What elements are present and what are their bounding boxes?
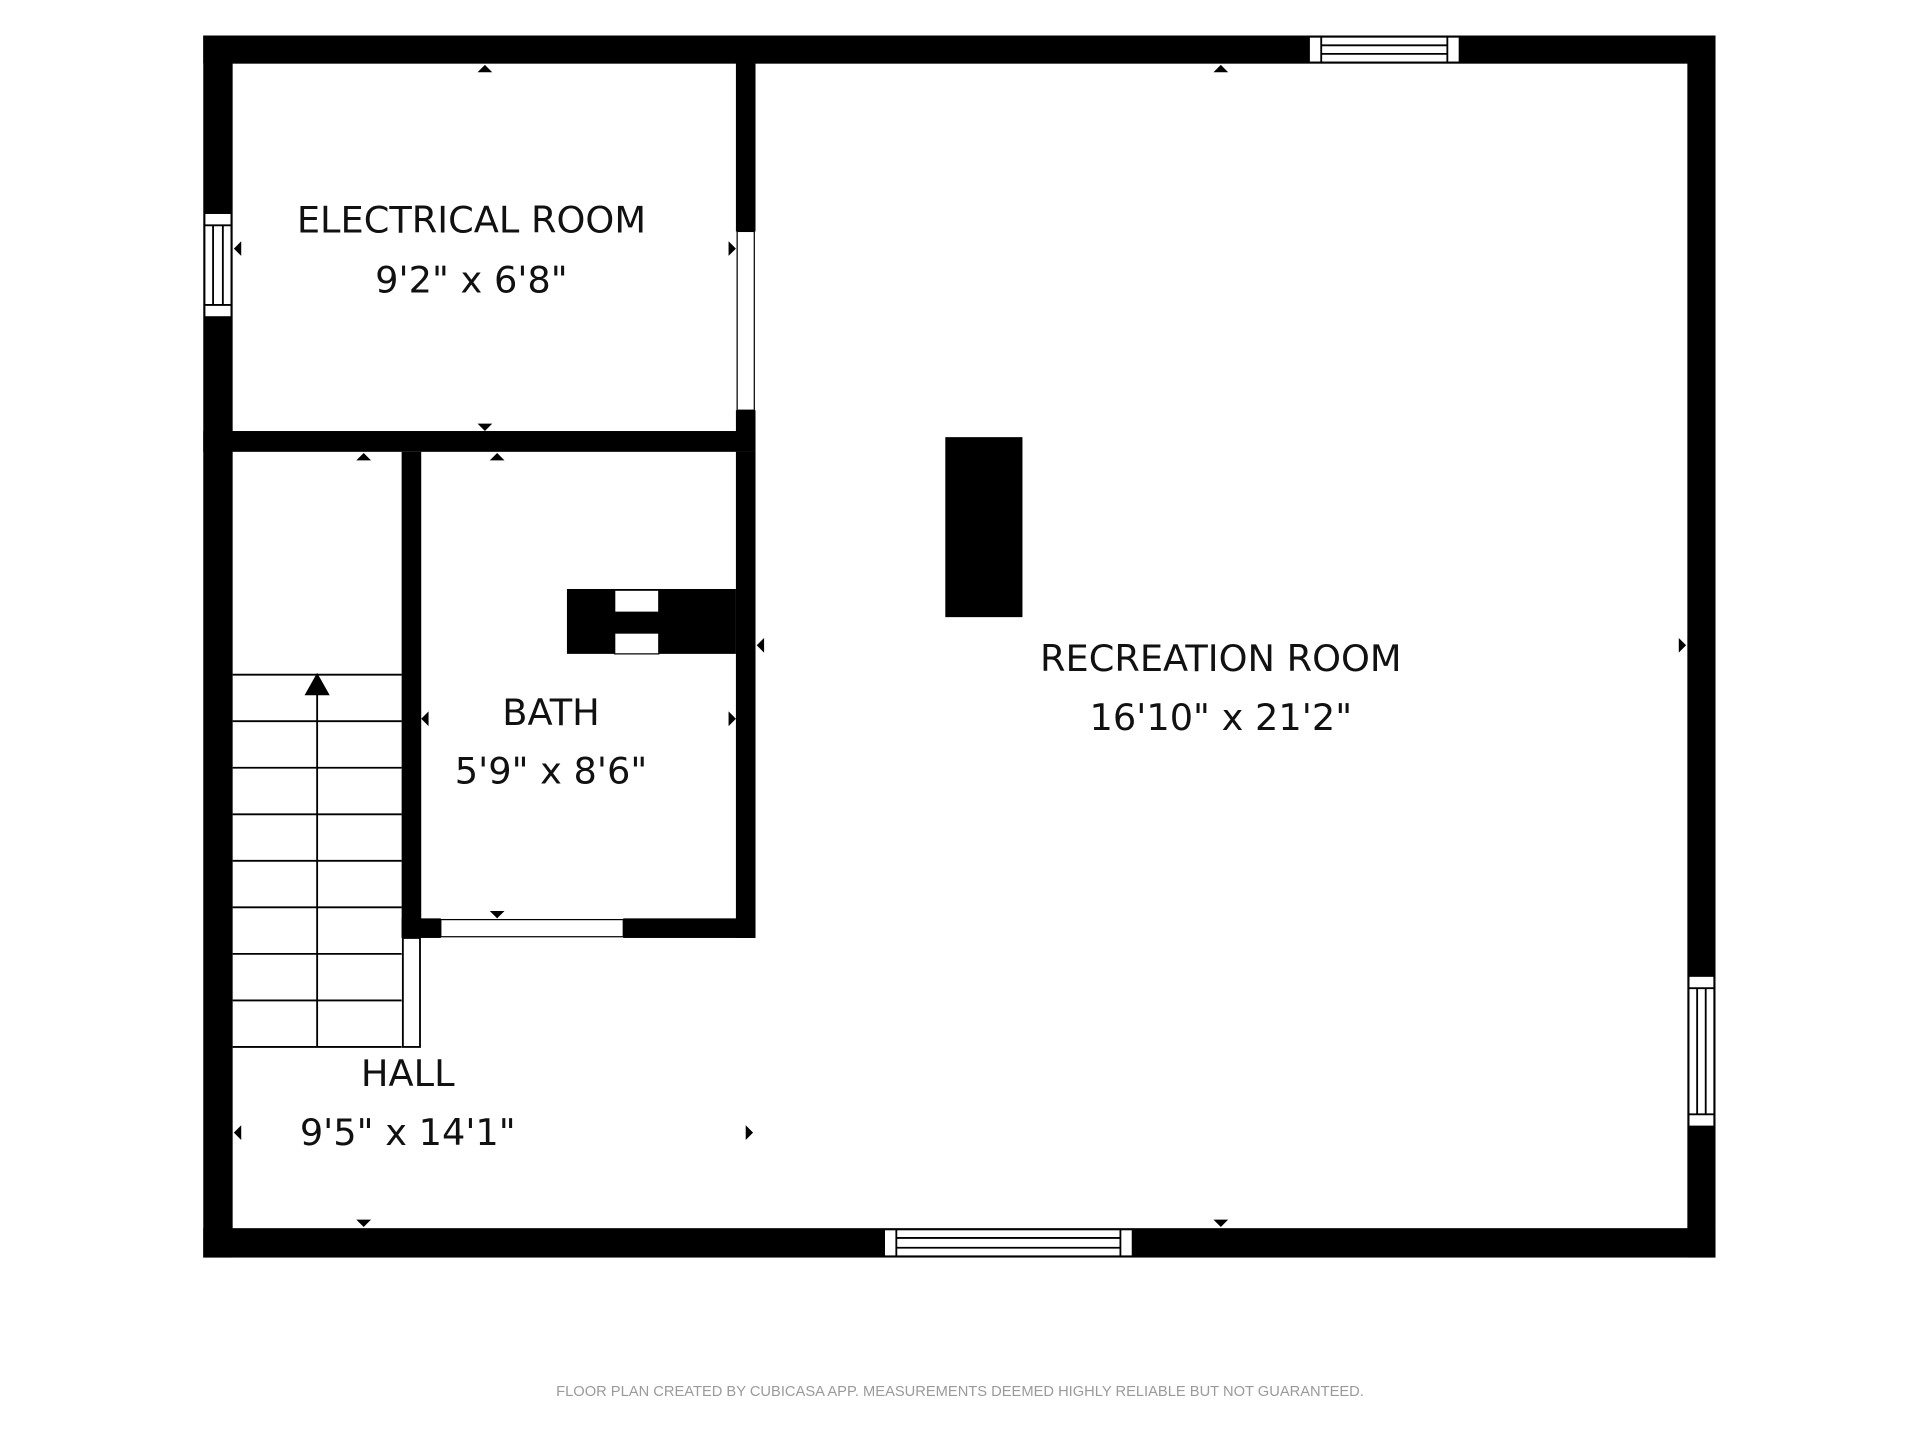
room-name-recreation: RECREATION ROOM: [1040, 637, 1402, 680]
disclaimer-footer: FLOOR PLAN CREATED BY CUBICASA APP. MEAS…: [556, 1384, 1364, 1400]
window-left: [203, 212, 233, 319]
outer-wall-top: [203, 35, 1716, 64]
stair-rail: [401, 937, 421, 1048]
electrical-opening: [736, 230, 755, 411]
bath-door: [440, 918, 624, 938]
room-name-hall: HALL: [361, 1052, 455, 1095]
room-size-electrical: 9'2" x 6'8": [375, 259, 568, 302]
bath-wall-right: [735, 451, 756, 938]
room-size-recreation: 16'10" x 21'2": [1090, 696, 1353, 739]
room-labels: ELECTRICAL ROOM 9'2" x 6'8" RECREATION R…: [297, 199, 1402, 1154]
walls: [203, 35, 1716, 1258]
windows: [203, 35, 1716, 1258]
chimney: [945, 437, 1023, 618]
window-right: [1687, 975, 1716, 1128]
dimension-markers: [233, 64, 1687, 1227]
stairs: [232, 672, 421, 1048]
window-bottom: [883, 1228, 1134, 1258]
room-name-bath: BATH: [502, 691, 600, 734]
electrical-wall-right-upper: [735, 35, 756, 232]
room-name-electrical: ELECTRICAL ROOM: [297, 199, 646, 242]
vanity-sink: [614, 632, 660, 655]
bath-wall-left: [401, 451, 422, 938]
room-size-bath: 5'9" x 8'6": [455, 750, 648, 793]
openings: [440, 230, 755, 938]
stair-arrow-icon: [304, 672, 330, 696]
electrical-wall-bottom: [203, 431, 756, 452]
window-top: [1308, 35, 1461, 64]
room-size-hall: 9'5" x 14'1": [300, 1111, 516, 1154]
bath-wall-bottom-right: [623, 918, 756, 938]
fixtures: [614, 589, 660, 655]
bath-wall-bottom-left: [401, 918, 441, 938]
vanity-sink: [614, 589, 660, 613]
